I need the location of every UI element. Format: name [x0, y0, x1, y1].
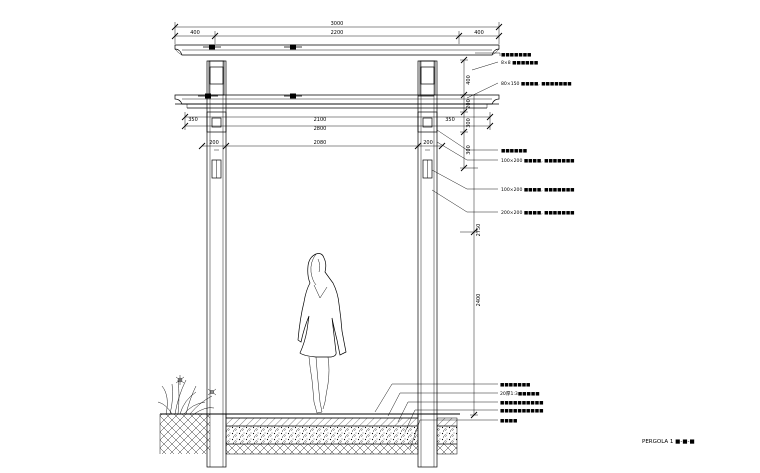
ground-note-soil: ■■■■ [500, 419, 517, 424]
callout-rafter-timber: 80×150 ■■■■, ■■■■■■■ [501, 81, 572, 87]
callout-beam-timber: 100×200 ■■■■, ■■■■■■■ [501, 158, 575, 164]
middle-span-dimension: 2200 [331, 30, 344, 36]
ground-note-concrete: ■■■■■■■■■■ [500, 401, 543, 406]
callout-bolt-detail: 8×8 ■■■■■■ [501, 60, 538, 66]
beam-dimension-chain: 350 2100 350 2800 [181, 112, 494, 132]
main-beam [174, 93, 500, 109]
bolt-hardware-left [203, 44, 221, 50]
overall-width-dimension: 3000 [331, 21, 344, 27]
right-post-width-dimension: 200 [423, 140, 433, 146]
callout-bracket: ■■■■■■ [501, 149, 527, 154]
top-rafter [174, 44, 500, 56]
beam-middle-dimension: 2100 [314, 117, 327, 123]
beam-depth-dimension: 200 [466, 99, 472, 109]
ground-layer-callouts: ■■■■■■■ 20厚1:3■■■■■ ■■■■■■■■■■ ■■■■■■■■■… [374, 383, 543, 450]
ground-note-paving: ■■■■■■■ [500, 383, 530, 388]
bolt-hardware-beam-right [284, 93, 302, 99]
material-callouts: ■■■■■■■ 8×8 ■■■■■■ 80×150 ■■■■, ■■■■■■■ … [431, 52, 575, 216]
flower-head-right [207, 388, 217, 396]
plant-clump [157, 375, 217, 415]
right-vertical-dimensions: 400 200 300 300 2400 2750 [460, 56, 482, 419]
bolt-hardware-right [284, 44, 302, 50]
beam-left-dimension: 350 [188, 117, 198, 123]
clear-opening-dimension: 2080 [314, 140, 327, 146]
callout-brace-timber: 100×200 ■■■■, ■■■■■■■ [501, 187, 575, 193]
human-scale-figure [297, 253, 347, 414]
right-post [417, 60, 438, 468]
callout-timber-cap: ■■■■■■■ [501, 53, 531, 58]
flower-head-left [175, 375, 185, 385]
total-height-dimension: 2750 [476, 224, 482, 237]
ground-section [159, 413, 460, 455]
left-post-width-dimension: 200 [209, 140, 219, 146]
callout-post-timber: 200×200 ■■■■, ■■■■■■■ [501, 210, 575, 216]
cap-height-dimension: 400 [466, 75, 472, 85]
left-overhang-dimension: 400 [190, 30, 200, 36]
drawing-caption: PERGOLA 1 ■-■-■ [642, 439, 695, 445]
top-dimension-chain: 3000 400 2200 400 [171, 21, 503, 44]
ground-note-mortar: 20厚1:3■■■■■ [500, 391, 540, 397]
left-post [206, 60, 227, 468]
beam-overall-dimension: 2800 [314, 126, 327, 132]
beam-right-dimension: 350 [445, 117, 455, 123]
opening-dimension-chain: 200 2080 200 [198, 140, 446, 150]
right-overhang-dimension: 400 [474, 30, 484, 36]
bolt-hardware-beam-left [198, 93, 218, 99]
post-height-dimension: 2400 [476, 294, 482, 307]
brace-depth-dimension: 300 [466, 118, 472, 128]
ground-note-gravel: ■■■■■■■■■■ [500, 409, 543, 414]
